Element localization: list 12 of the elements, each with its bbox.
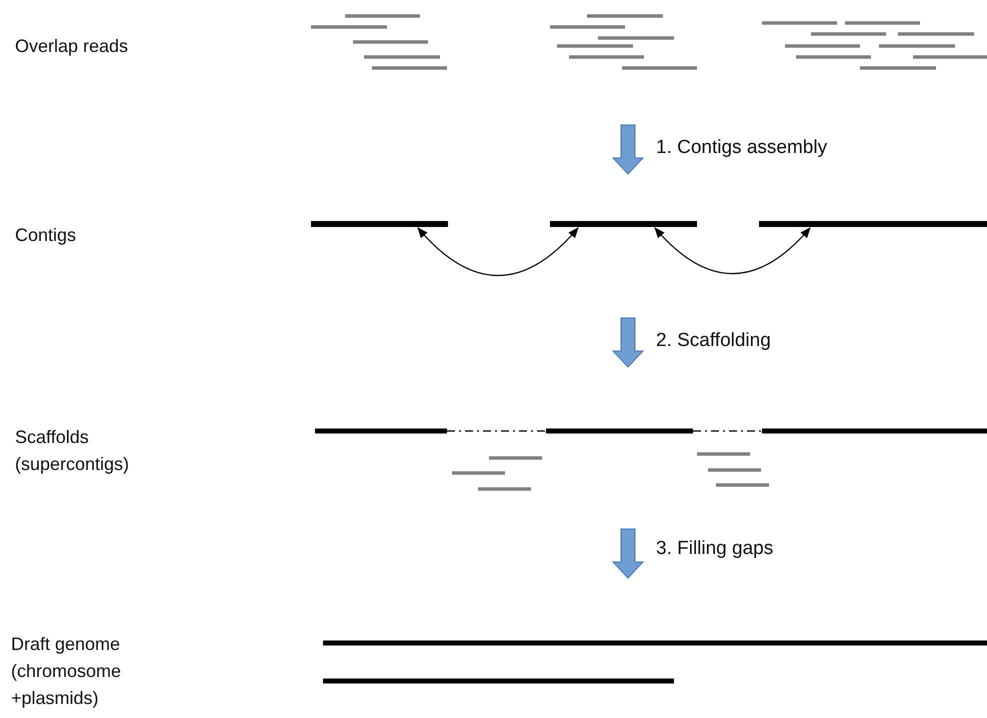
step-label: 3. Filling gaps	[656, 537, 774, 561]
step-label: 1. Contigs assembly	[656, 136, 828, 160]
link-arrow	[417, 227, 579, 276]
row-label: Draft genome (chromosome +plasmids)	[11, 633, 122, 710]
contig-bar	[759, 221, 987, 227]
contig-bar	[550, 221, 697, 227]
contig-bar	[311, 221, 448, 227]
row-label: Overlap reads	[15, 35, 130, 58]
step-label: 2. Scaffolding	[656, 329, 772, 353]
row-label: Scaffolds (supercontigs)	[15, 426, 130, 476]
row-label: Contigs	[15, 224, 78, 247]
link-arrow	[654, 227, 811, 274]
